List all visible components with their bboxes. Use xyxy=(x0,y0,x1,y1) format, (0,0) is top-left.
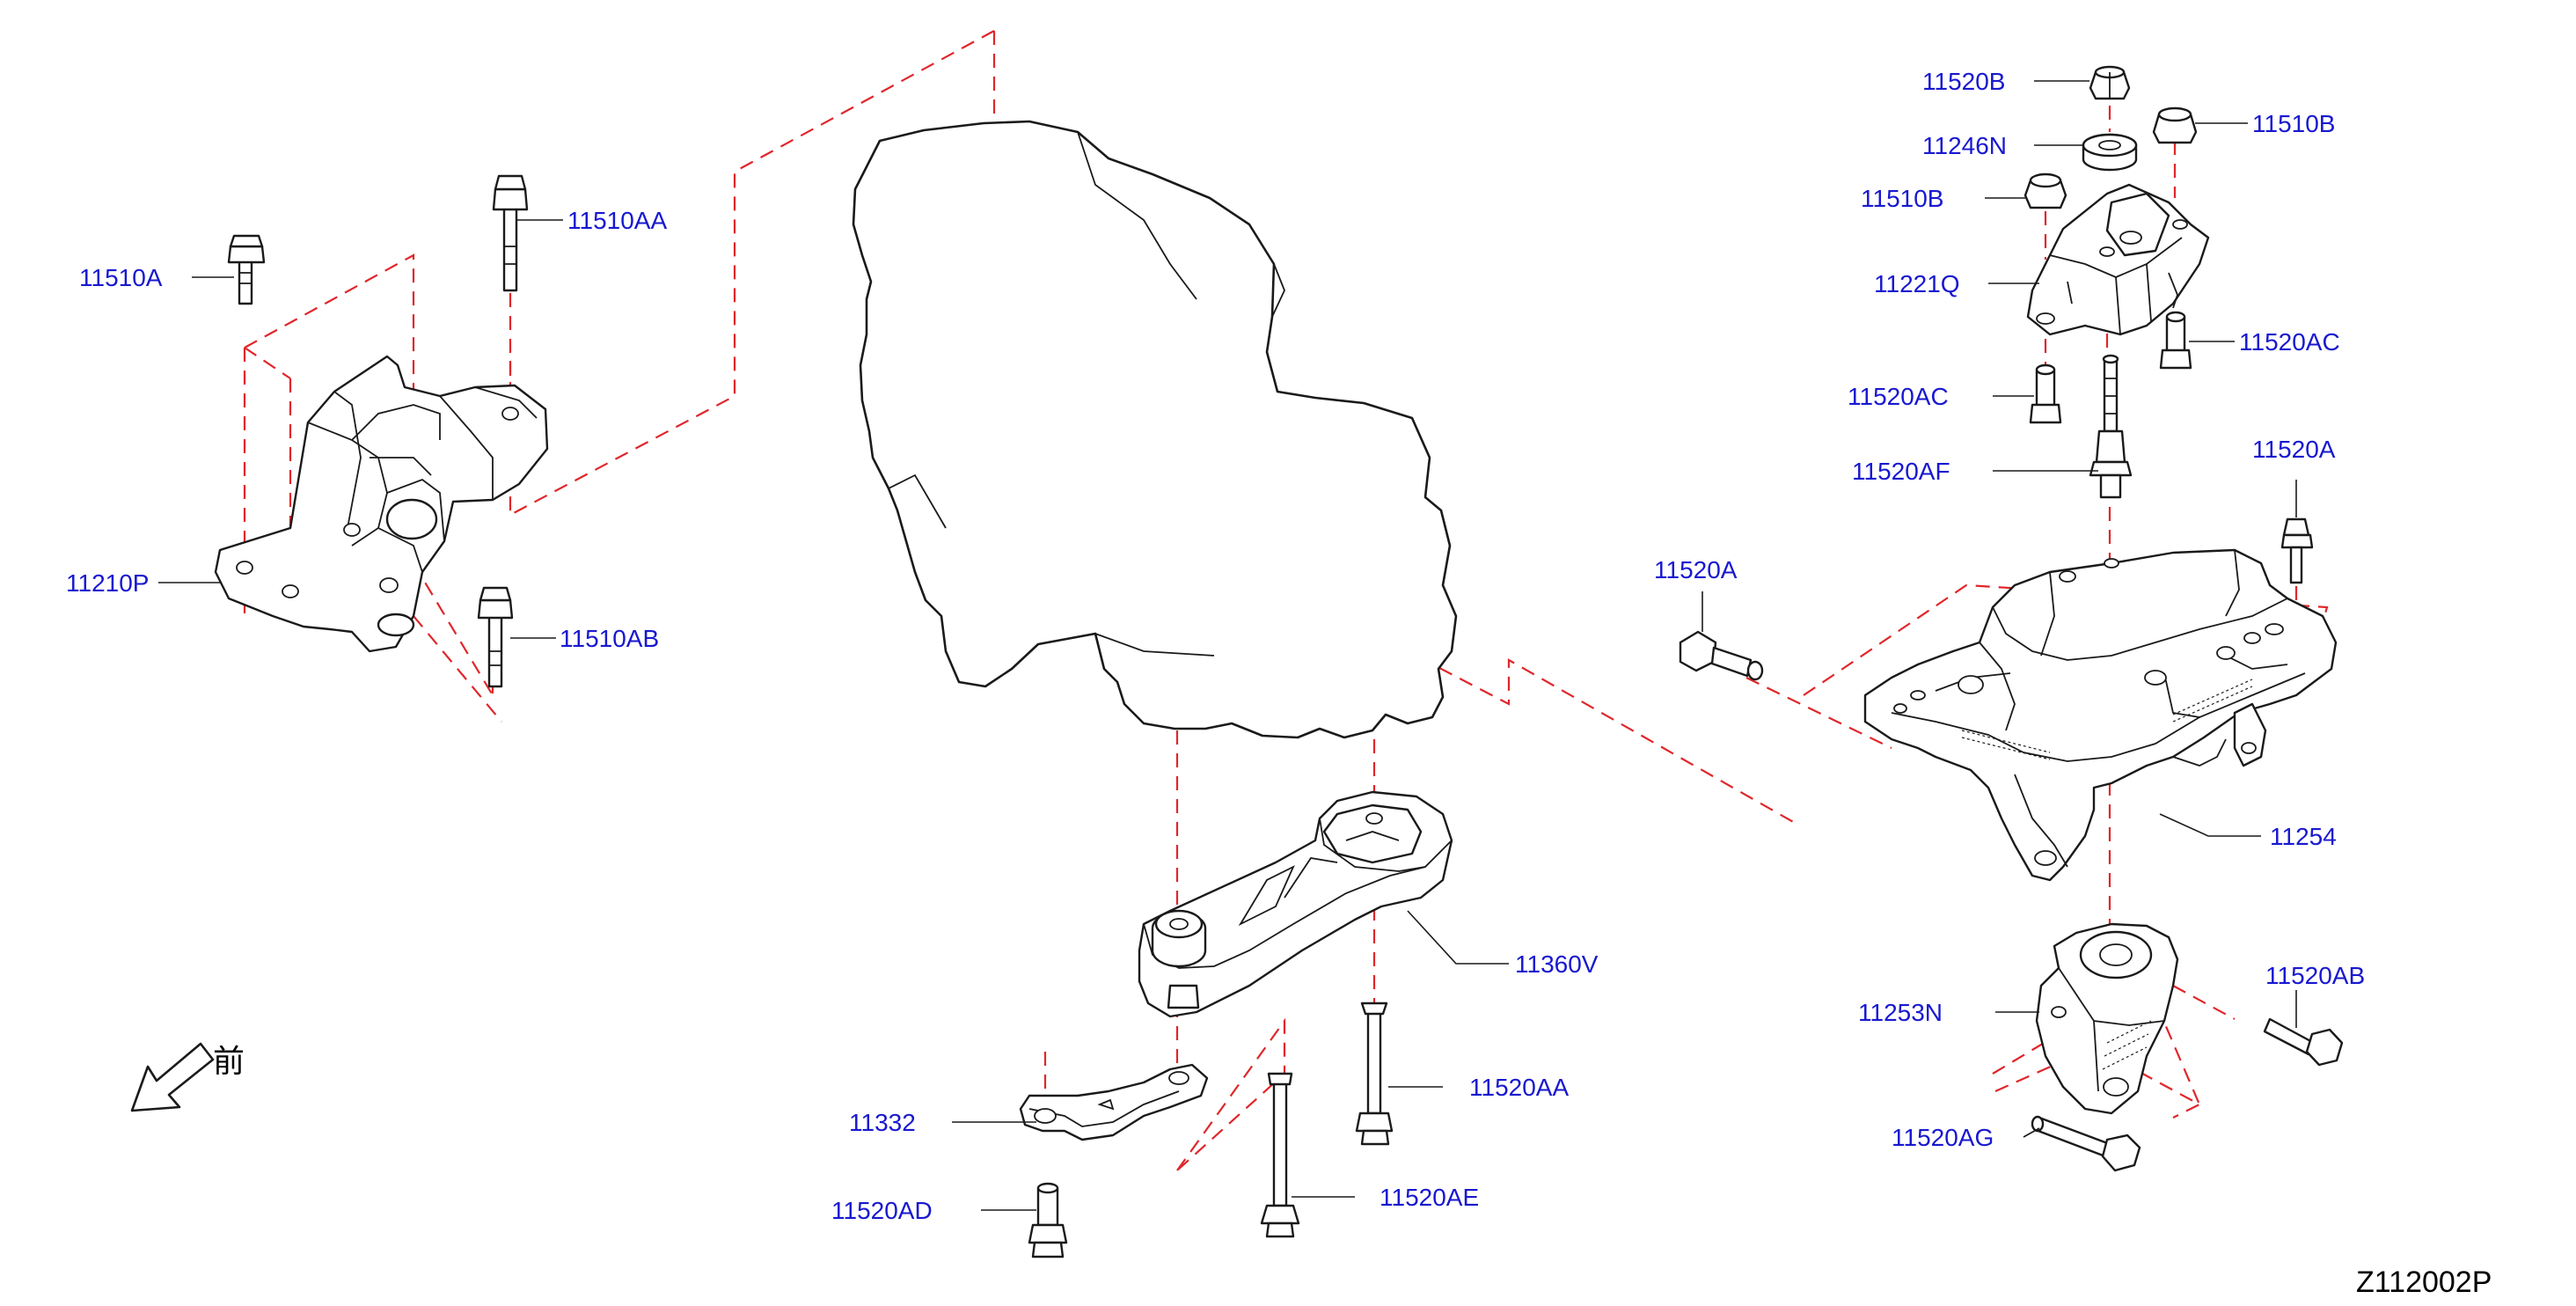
label-11520af: 11520AF xyxy=(1852,458,1950,485)
label-11254: 11254 xyxy=(2270,823,2337,850)
label-11520ac-right: 11520AC xyxy=(2239,328,2340,356)
label-11210p: 11210P xyxy=(66,569,149,597)
label-11520ab: 11520AB xyxy=(2265,962,2365,989)
label-11520ae: 11520AE xyxy=(1379,1184,1479,1211)
bracket-11332[interactable] xyxy=(1019,1063,1209,1141)
label-11360v: 11360V xyxy=(1515,950,1599,978)
front-arrow-icon xyxy=(130,1042,215,1112)
label-11520ad: 11520AD xyxy=(831,1197,933,1224)
bolt-11520aa[interactable] xyxy=(1355,1002,1394,1146)
bolt-11510a[interactable] xyxy=(227,234,266,305)
label-11520a-top: 11520A xyxy=(2252,436,2336,463)
label-11520aa: 11520AA xyxy=(1469,1074,1569,1101)
label-11253n: 11253N xyxy=(1858,999,1943,1026)
nut-11520b[interactable] xyxy=(2089,65,2131,100)
label-11520b: 11520B xyxy=(1922,68,2005,95)
label-11520a-left: 11520A xyxy=(1654,556,1738,583)
label-11221q: 11221Q xyxy=(1874,270,1960,297)
bolt-11520ad[interactable] xyxy=(1028,1182,1068,1258)
front-label: 前 xyxy=(213,1044,245,1080)
bolt-11520ab[interactable] xyxy=(2263,1017,2344,1067)
washer-11246n[interactable] xyxy=(2082,133,2138,172)
stud-11520af[interactable] xyxy=(2089,354,2133,499)
label-11520ag: 11520AG xyxy=(1892,1124,1994,1151)
mount-11253n[interactable] xyxy=(2035,922,2179,1115)
callout-labels: 11510A 11510AA 11210P 11510AB 11520B 112… xyxy=(66,68,2365,1224)
engine-mount-11221q[interactable] xyxy=(2026,183,2210,336)
bolt-11520ag[interactable] xyxy=(2031,1115,2141,1172)
bolt-11510ab[interactable] xyxy=(477,586,514,688)
engine-outline xyxy=(852,120,1458,739)
label-11246n: 11246N xyxy=(1922,132,2007,159)
leader-lines xyxy=(158,80,2297,1211)
bolt-11520ae[interactable] xyxy=(1260,1072,1300,1238)
subframe-11254[interactable] xyxy=(1863,548,2338,882)
label-11510a: 11510A xyxy=(79,264,163,291)
bolt-11510aa[interactable] xyxy=(492,174,529,292)
nut-11510b-right[interactable] xyxy=(2152,106,2198,144)
rear-mount-11360v[interactable] xyxy=(1138,790,1453,1018)
label-11510b-left: 11510B xyxy=(1861,185,1943,212)
label-11332: 11332 xyxy=(849,1109,916,1136)
label-11510aa: 11510AA xyxy=(567,207,667,234)
engine-mount-11210p[interactable] xyxy=(214,355,549,653)
bolt-11520a-top[interactable] xyxy=(2280,517,2314,584)
label-11520ac-left: 11520AC xyxy=(1848,383,1949,410)
nut-11510b-left[interactable] xyxy=(2023,172,2067,209)
front-marker: 前 xyxy=(130,1042,245,1112)
stud-11520ac-left[interactable] xyxy=(2029,363,2062,424)
stud-11520ac-right[interactable] xyxy=(2159,311,2192,370)
diagram-code: Z112002P xyxy=(2356,1266,2492,1299)
bolt-11520a-left[interactable] xyxy=(1679,630,1764,681)
label-11510ab: 11510AB xyxy=(560,625,659,652)
label-11510b-right: 11510B xyxy=(2252,110,2335,137)
